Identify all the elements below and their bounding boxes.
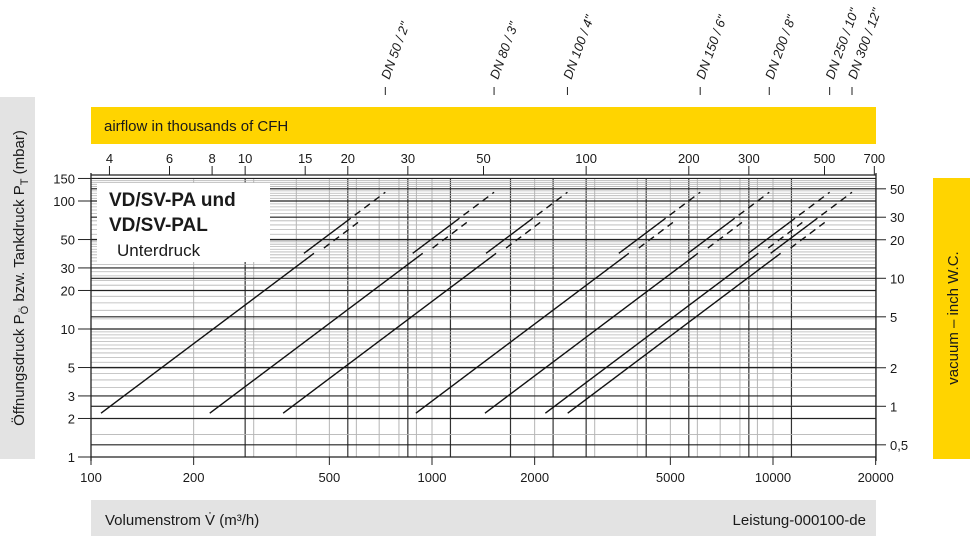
x2-tick-label: 20 (341, 151, 355, 166)
chart-subtitle: Unterdruck (117, 241, 201, 260)
y-tick-label: 50 (61, 233, 75, 248)
x-tick-label: 1000 (418, 470, 447, 485)
x-tick-label: 500 (318, 470, 340, 485)
series-line-upper-dashed (344, 191, 386, 223)
inch-wc-axis-band (933, 178, 970, 459)
series-lines (100, 191, 853, 414)
dn-label: DN 80 / 3" (487, 19, 522, 81)
y2-tick-label: 30 (890, 210, 904, 225)
chart-title-line1: VD/SV-PA und (109, 190, 236, 211)
series-line-upper-dashed (728, 191, 770, 223)
y-tick-label: 10 (61, 322, 75, 337)
x-axis-title: Volumenstrom V̇ (m³/h) (105, 512, 259, 529)
y2-tick-label: 0,5 (890, 438, 908, 453)
y-tick-label: 150 (53, 171, 75, 186)
x2-tick-label: 6 (166, 151, 173, 166)
x2-tick-label: 10 (238, 151, 252, 166)
x2-tick-label: 700 (863, 151, 885, 166)
series-line-upper (687, 221, 730, 254)
x-axis-label-band (91, 500, 876, 536)
legend-box (97, 183, 270, 262)
y-tick-label: 1 (68, 450, 75, 465)
axes: 100 200 500 1000 2000 5000 10000 20000 1 2 3 5 10 20 3… (53, 151, 908, 485)
series-line-upper-dashed (659, 191, 701, 223)
dn-labels: DN 50 / 2" DN 80 / 3" DN 100 / 4" DN 150 / … (378, 5, 885, 95)
dn-label: DN 100 / 4" (560, 12, 597, 81)
y-tick-label: 20 (61, 283, 75, 298)
y2-tick-label: 10 (890, 271, 904, 286)
series-line-upper-dashed (526, 191, 568, 223)
series-line-main (544, 252, 759, 414)
series-line-upper (412, 221, 455, 254)
series-line-upper (485, 221, 528, 254)
series-line-upper-dashed (811, 191, 853, 223)
series-line-upper-dashed (789, 191, 831, 223)
series-line-main (484, 252, 699, 414)
x2-tick-label: 30 (401, 151, 415, 166)
x2-tick-label: 4 (106, 151, 113, 166)
x-tick-label: 5000 (656, 470, 685, 485)
series-line-main (100, 252, 315, 414)
x2-tick-label: 200 (678, 151, 700, 166)
dn-label: DN 150 / 6" (693, 12, 730, 81)
y2-tick-label: 2 (890, 361, 897, 376)
series-line-upper (303, 221, 346, 254)
x2-tick-label: 300 (738, 151, 760, 166)
x-tick-label: 2000 (520, 470, 549, 485)
y-tick-label: 5 (68, 361, 75, 376)
y-axis-title: Öffnungsdruck PÖ bzw. Tankdruck PT (mbar… (10, 130, 31, 426)
x-tick-label: 10000 (755, 470, 791, 485)
series-line-upper (618, 221, 661, 254)
series-line-main (209, 252, 424, 414)
series-line-upper (770, 221, 813, 254)
y2-tick-label: 1 (890, 399, 897, 414)
y2-axis-title: vacuum – inch W.C. (945, 251, 962, 384)
series-line-upper (747, 221, 790, 254)
x-tick-label: 200 (183, 470, 205, 485)
footer-code: Leistung-000100-de (733, 512, 866, 529)
chart-title-line2: VD/SV-PAL (109, 215, 208, 236)
y2-tick-label: 5 (890, 310, 897, 325)
y-tick-label: 100 (53, 194, 75, 209)
dn-label: DN 200 / 8" (762, 12, 799, 81)
series-line-main (415, 252, 630, 414)
y2-tick-label: 20 (890, 233, 904, 248)
x2-tick-label: 100 (575, 151, 597, 166)
series-line-main (567, 252, 782, 414)
y2-tick-label: 50 (890, 182, 904, 197)
x2-tick-label: 500 (814, 151, 836, 166)
cfh-axis-band (91, 107, 876, 144)
x2-tick-label: 15 (298, 151, 312, 166)
x-tick-label: 100 (80, 470, 102, 485)
x-tick-label: 20000 (858, 470, 894, 485)
x2-tick-label: 50 (476, 151, 490, 166)
x2-axis-title: airflow in thousands of CFH (104, 118, 288, 135)
series-line-upper-dashed (453, 191, 495, 223)
y-tick-label: 2 (68, 411, 75, 426)
x2-tick-label: 8 (208, 151, 215, 166)
y-tick-label: 30 (61, 261, 75, 276)
y-axis-label-band (0, 97, 35, 459)
dn-label: DN 50 / 2" (378, 19, 413, 81)
series-line-main (282, 252, 497, 414)
y-tick-label: 3 (68, 389, 75, 404)
